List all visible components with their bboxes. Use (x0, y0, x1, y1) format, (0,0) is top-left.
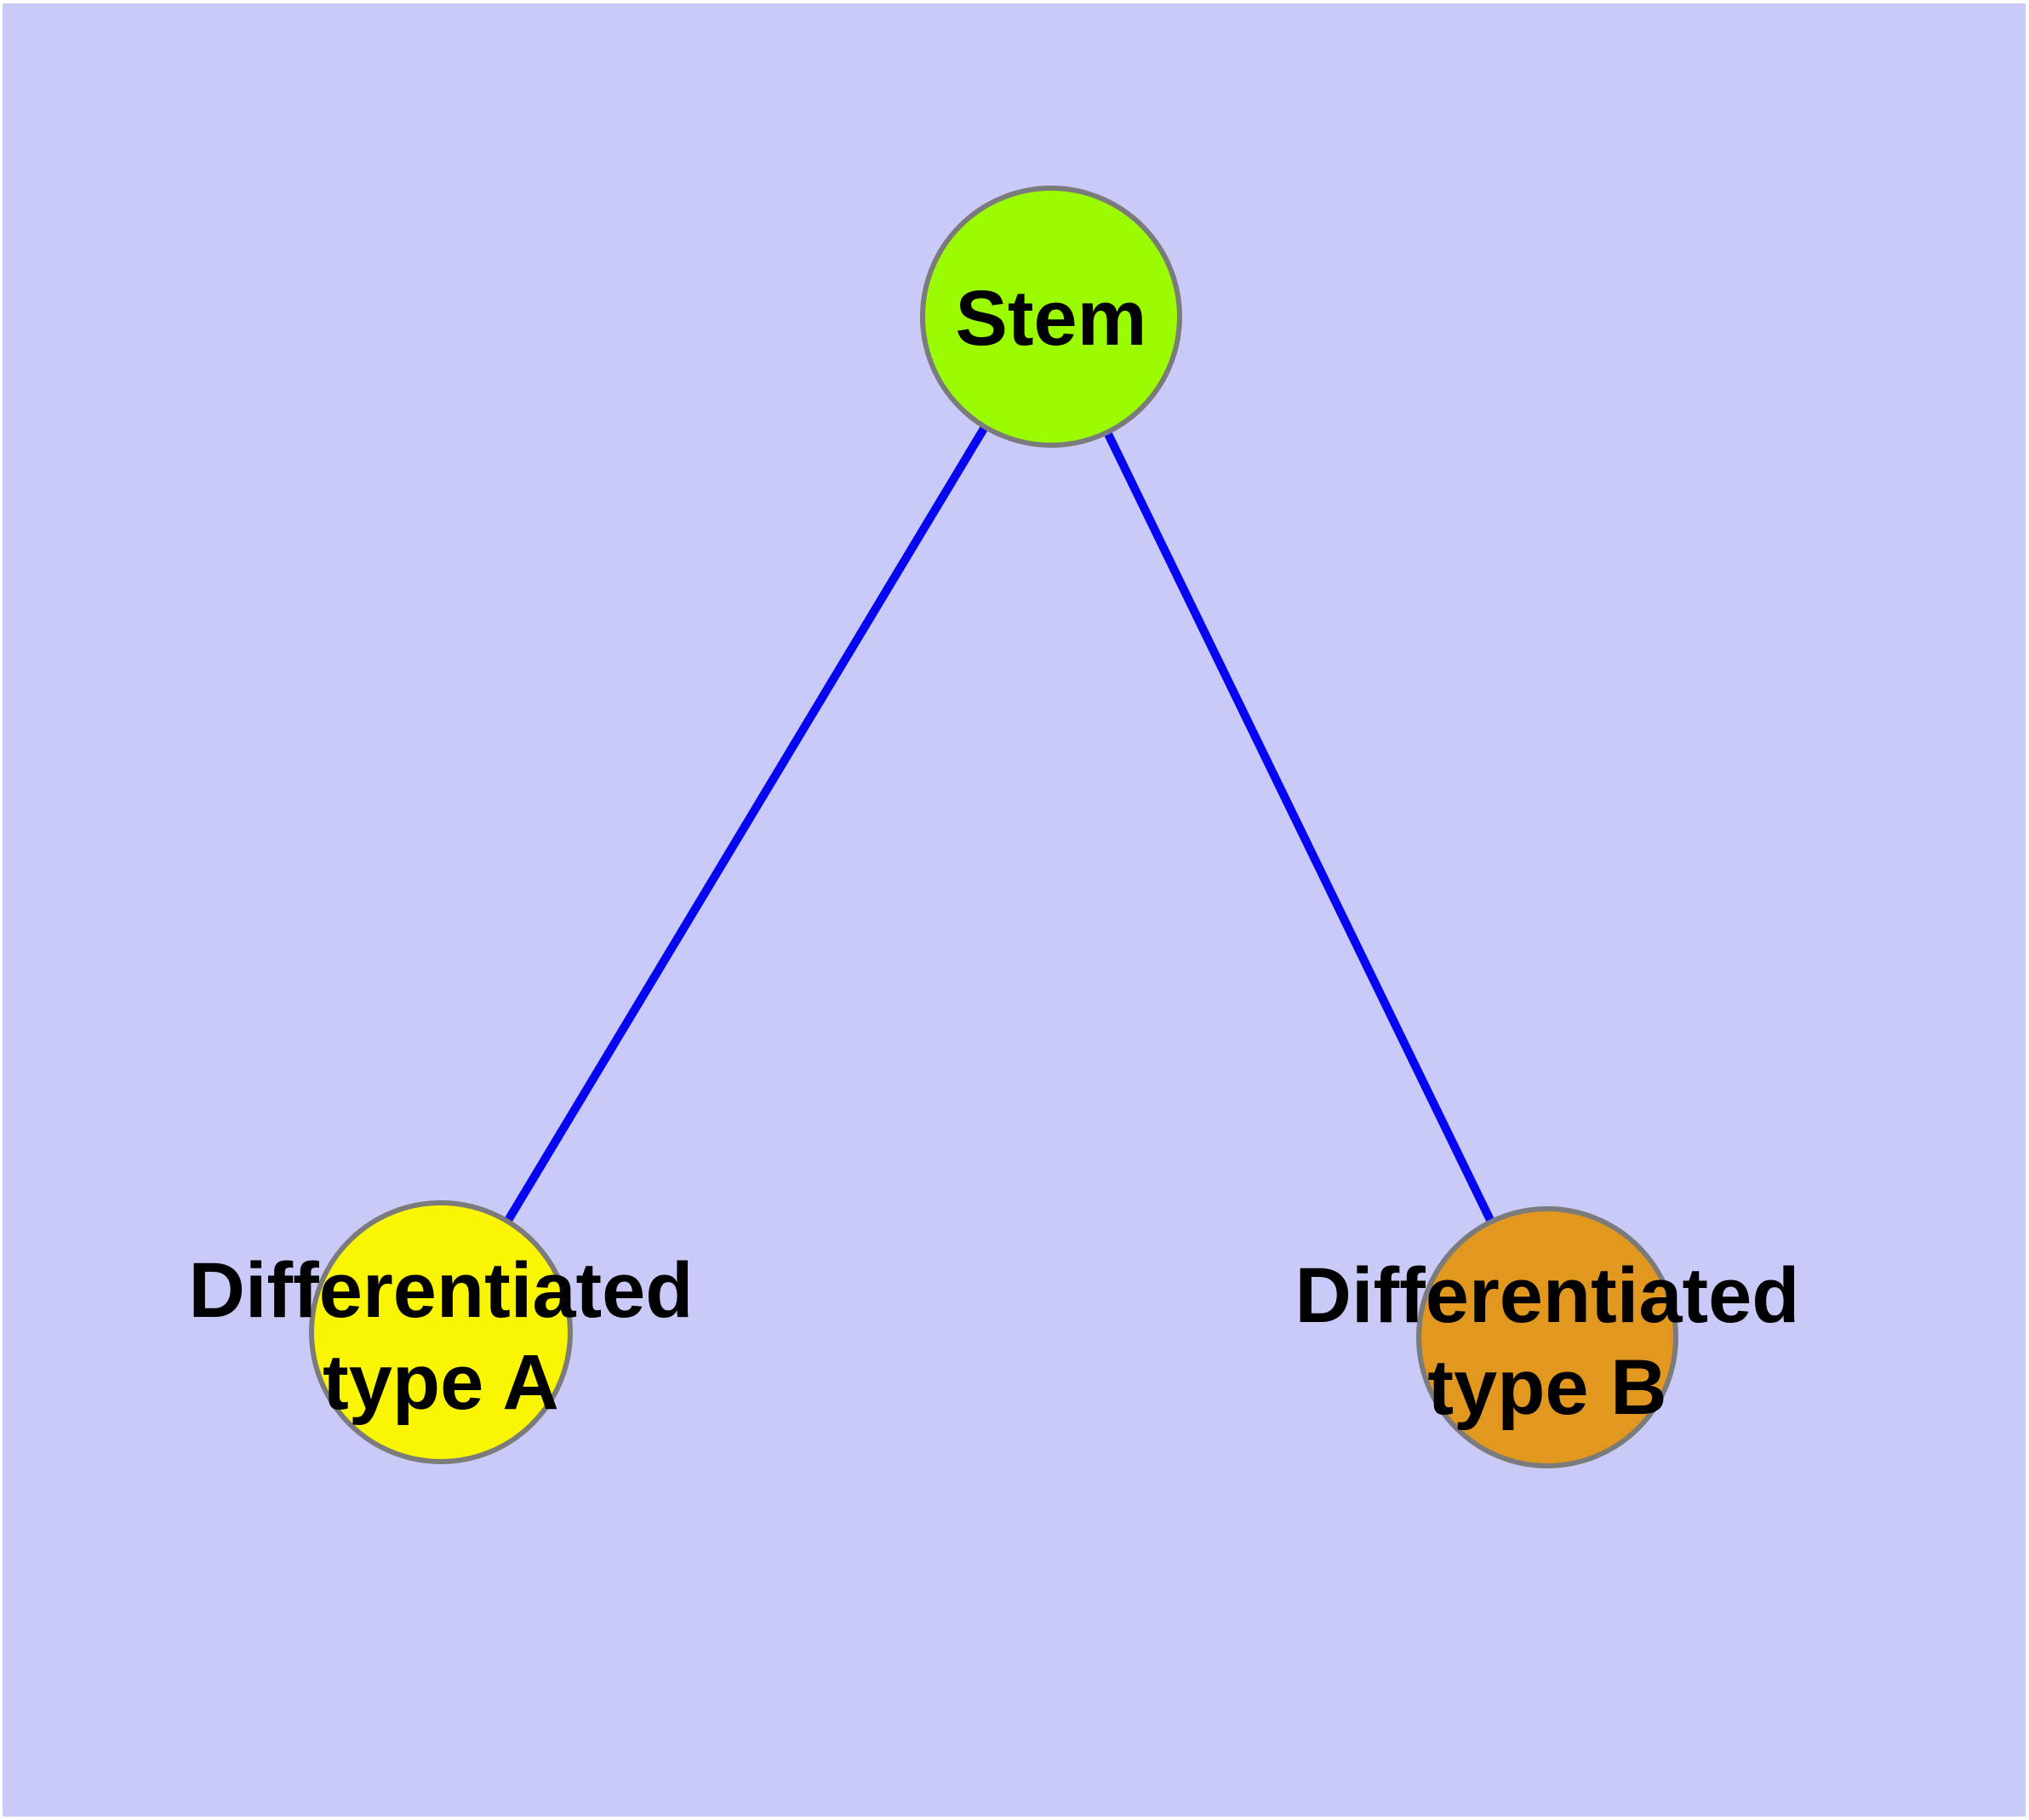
differentiated-type-b-circle (1416, 1206, 1678, 1468)
stem-node-circle (920, 186, 1182, 448)
differentiated-type-a-label-line2: type A (323, 1339, 559, 1426)
node-differentiated-type-b: Differentiated type B (1295, 1206, 1800, 1468)
stem-node-label: Stem (956, 275, 1147, 362)
differentiated-type-a-circle (309, 1200, 573, 1464)
differentiated-type-b-label-line2: type B (1427, 1344, 1666, 1431)
edge-stem-to-type-a (437, 314, 1055, 1335)
differentiated-type-b-label-line1: Differentiated (1295, 1252, 1800, 1339)
differentiated-type-a-label-line1: Differentiated (189, 1247, 694, 1334)
edge-stem-to-type-b (1047, 314, 1552, 1340)
node-stem: Stem (920, 186, 1182, 448)
node-differentiated-type-a: Differentiated type A (189, 1200, 694, 1464)
